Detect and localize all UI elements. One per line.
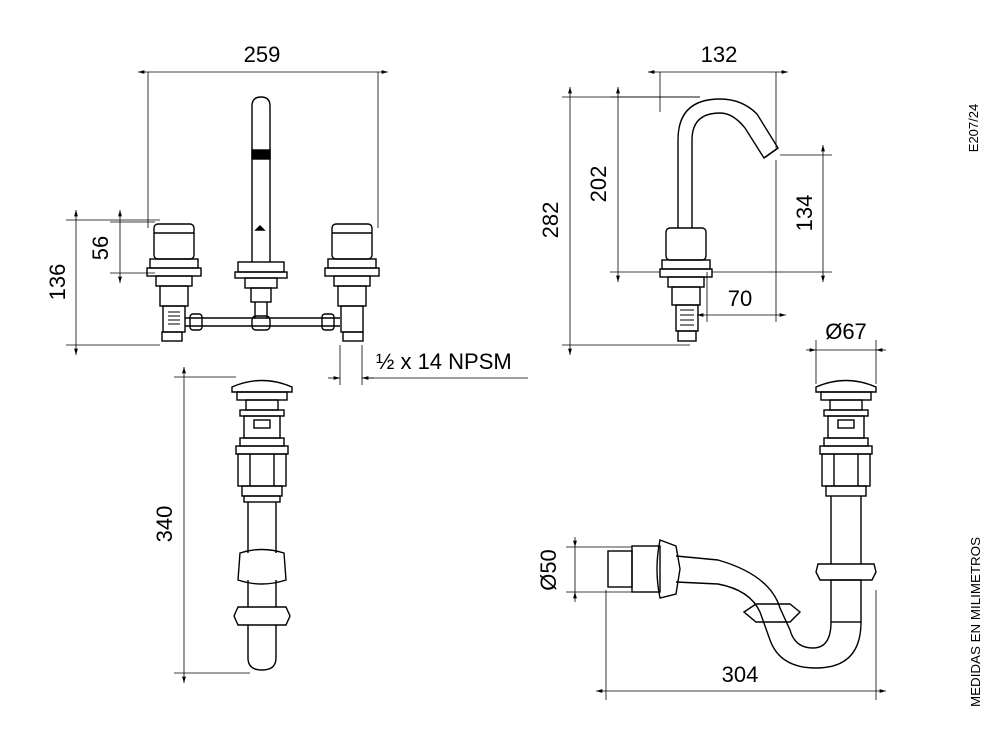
dim-202: 202 — [586, 166, 611, 203]
dim-259: 259 — [244, 42, 281, 67]
dimension-lines — [66, 70, 886, 700]
trap-bend — [675, 555, 862, 669]
trap-cap — [815, 379, 877, 393]
p-trap-view — [607, 379, 877, 669]
drain-straight-view — [231, 379, 293, 671]
pop-up-cap — [231, 379, 293, 393]
faucet-front-view — [146, 96, 380, 342]
dim-d67: Ø67 — [825, 319, 867, 344]
dim-thread: ½ x 14 NPSM — [376, 349, 512, 374]
drawing-code: E207/24 — [966, 104, 981, 152]
units-note: MEDIDAS EN MILIMETROS — [968, 537, 983, 707]
dim-304: 304 — [722, 662, 759, 687]
right-handle — [331, 223, 373, 260]
dim-340: 340 — [152, 506, 177, 543]
drain-nut — [237, 453, 287, 487]
aerator — [251, 149, 271, 160]
dim-282: 282 — [538, 202, 563, 239]
dim-d50: Ø50 — [536, 549, 561, 591]
spout-side-view — [659, 98, 779, 342]
spout-tube — [251, 96, 271, 262]
left-handle — [153, 223, 195, 260]
dim-134: 134 — [792, 195, 817, 232]
dim-132: 132 — [701, 42, 738, 67]
dim-70: 70 — [728, 286, 752, 311]
mixing-pipe — [185, 317, 340, 327]
gooseneck-spout — [677, 98, 779, 228]
dim-136: 136 — [45, 264, 70, 301]
tailpiece — [247, 502, 277, 553]
dim-56: 56 — [88, 236, 113, 260]
